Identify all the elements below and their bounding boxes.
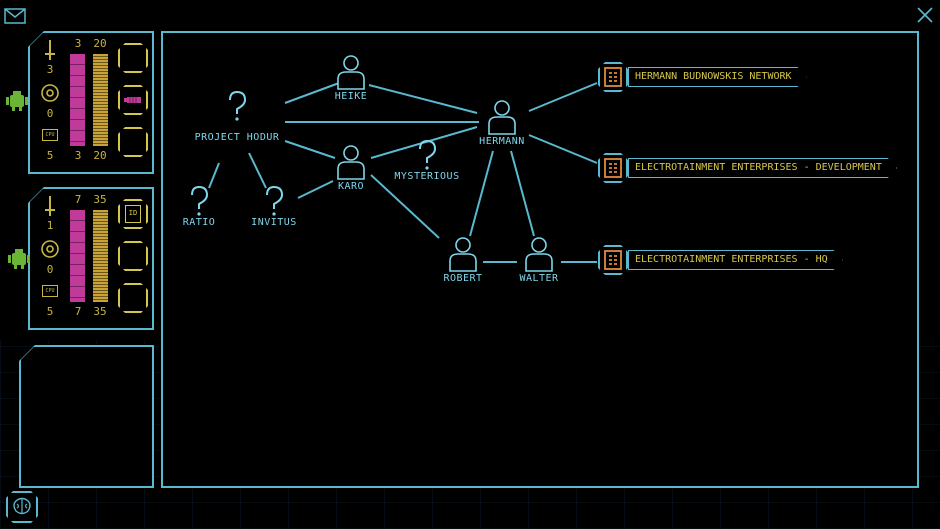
close-icon[interactable] bbox=[916, 6, 934, 24]
question-dot bbox=[425, 166, 429, 170]
network-server-icon bbox=[600, 64, 626, 90]
node-label-karo: KARO bbox=[337, 181, 365, 192]
shield-disc-icon bbox=[41, 240, 59, 258]
sword-icon bbox=[45, 196, 55, 216]
person-icon-body bbox=[337, 71, 365, 90]
edge-hodur-ratio bbox=[208, 162, 220, 189]
edge-hermann-robert bbox=[469, 150, 494, 237]
defense-value: 0 bbox=[46, 107, 54, 120]
node-invitus[interactable] bbox=[266, 185, 284, 216]
edge-hermann-net1 bbox=[528, 82, 598, 112]
person-icon-body bbox=[488, 116, 516, 135]
item-slot-2[interactable] bbox=[118, 85, 148, 115]
energy-bar bbox=[93, 210, 108, 302]
node-mysterious[interactable] bbox=[419, 139, 437, 170]
network-server-icon bbox=[600, 247, 626, 273]
bar2-top-value: 20 bbox=[93, 37, 107, 50]
edge-heike-hermann bbox=[368, 84, 478, 114]
agent-panel-2[interactable]: 1 0 CPU 5 7 35 7 35 ID bbox=[28, 187, 154, 330]
person-icon-body bbox=[337, 161, 365, 180]
question-mark-icon bbox=[229, 90, 247, 114]
network-node-net3[interactable] bbox=[598, 245, 628, 275]
mail-icon[interactable] bbox=[4, 8, 26, 24]
node-label-invitus: INVITUS bbox=[251, 217, 297, 228]
node-label-heike: HEIKE bbox=[334, 91, 368, 102]
person-icon bbox=[343, 145, 359, 161]
question-dot bbox=[197, 212, 201, 216]
android-icon bbox=[6, 91, 28, 111]
question-dot bbox=[272, 212, 276, 216]
node-label-hodur: PROJECT HODUR bbox=[194, 132, 280, 143]
id-card-icon: ID bbox=[125, 205, 141, 223]
item-slot-3[interactable] bbox=[118, 127, 148, 157]
sword-icon bbox=[45, 40, 55, 60]
agent-panel-1[interactable]: 3 0 CPU 5 3 20 3 20 bbox=[28, 31, 154, 174]
node-label-ratio: RATIO bbox=[182, 217, 216, 228]
node-hodur[interactable] bbox=[229, 90, 247, 121]
network-node-net2[interactable] bbox=[598, 153, 628, 183]
item-slot-3[interactable] bbox=[118, 283, 148, 313]
question-dot bbox=[235, 117, 239, 121]
cpu-icon: CPU bbox=[42, 285, 58, 297]
edge-hodur-heike bbox=[284, 82, 340, 104]
edge-hodur-karo bbox=[284, 140, 336, 159]
bar2-bottom-value: 35 bbox=[93, 305, 107, 318]
person-icon bbox=[343, 55, 359, 71]
cpu-icon: CPU bbox=[42, 129, 58, 141]
node-ratio[interactable] bbox=[191, 185, 209, 216]
node-label-hermann: HERMANN bbox=[479, 136, 525, 147]
defense-value: 0 bbox=[46, 263, 54, 276]
network-label-net3[interactable]: ELECTROTAINMENT ENTERPRISES - HQ bbox=[628, 250, 843, 270]
edge-hermann-net2 bbox=[528, 134, 598, 164]
node-hermann[interactable] bbox=[488, 100, 516, 135]
node-karo[interactable] bbox=[337, 145, 365, 180]
question-mark-icon bbox=[419, 139, 437, 163]
node-label-robert: ROBERT bbox=[443, 273, 483, 284]
shield-disc-icon bbox=[41, 84, 59, 102]
edge-invitus-karo bbox=[297, 180, 334, 199]
edge-karo-robert bbox=[370, 174, 440, 239]
node-walter[interactable] bbox=[525, 237, 553, 272]
cpu-value: 5 bbox=[46, 149, 54, 162]
edge-hodur-invitus bbox=[248, 152, 267, 189]
question-mark-icon bbox=[266, 185, 284, 209]
bar1-top-value: 3 bbox=[74, 37, 82, 50]
node-heike[interactable] bbox=[337, 55, 365, 90]
android-icon bbox=[8, 249, 30, 269]
bar1-top-value: 7 bbox=[74, 193, 82, 206]
person-icon bbox=[455, 237, 471, 253]
health-bar bbox=[70, 210, 85, 302]
network-label-net1[interactable]: HERMANN BUDNOWSKIS NETWORK bbox=[628, 67, 807, 87]
network-label-net2[interactable]: ELECTROTAINMENT ENTERPRISES - DEVELOPMEN… bbox=[628, 158, 897, 178]
item-slot-1[interactable]: ID bbox=[118, 199, 148, 229]
person-icon-body bbox=[449, 253, 477, 272]
bar2-top-value: 35 bbox=[93, 193, 107, 206]
cpu-value: 5 bbox=[46, 305, 54, 318]
item-slot-2[interactable] bbox=[118, 241, 148, 271]
energy-bar bbox=[93, 54, 108, 146]
person-icon bbox=[531, 237, 547, 253]
node-label-walter: WALTER bbox=[519, 273, 559, 284]
brain-button[interactable] bbox=[6, 491, 38, 523]
bar2-bottom-value: 20 bbox=[93, 149, 107, 162]
node-robert[interactable] bbox=[449, 237, 477, 272]
network-node-net1[interactable] bbox=[598, 62, 628, 92]
health-bar bbox=[70, 54, 85, 146]
person-icon bbox=[494, 100, 510, 116]
bar1-bottom-value: 7 bbox=[74, 305, 82, 318]
edge-hermann-walter bbox=[510, 150, 535, 237]
attack-value: 1 bbox=[46, 219, 54, 232]
bar1-bottom-value: 3 bbox=[74, 149, 82, 162]
attack-value: 3 bbox=[46, 63, 54, 76]
data-stick-icon bbox=[124, 96, 142, 104]
item-slot-1[interactable] bbox=[118, 43, 148, 73]
network-graph bbox=[191, 55, 598, 272]
network-server-icon bbox=[600, 155, 626, 181]
brain-icon bbox=[8, 493, 36, 521]
network-map-panel: HEIKE HERMANN KARO ROBERT WALTER PROJECT HODU… bbox=[161, 31, 919, 488]
agent-panel-empty[interactable] bbox=[19, 345, 154, 488]
node-label-mysterious: MYSTERIOUS bbox=[394, 171, 460, 182]
question-mark-icon bbox=[191, 185, 209, 209]
person-icon-body bbox=[525, 253, 553, 272]
